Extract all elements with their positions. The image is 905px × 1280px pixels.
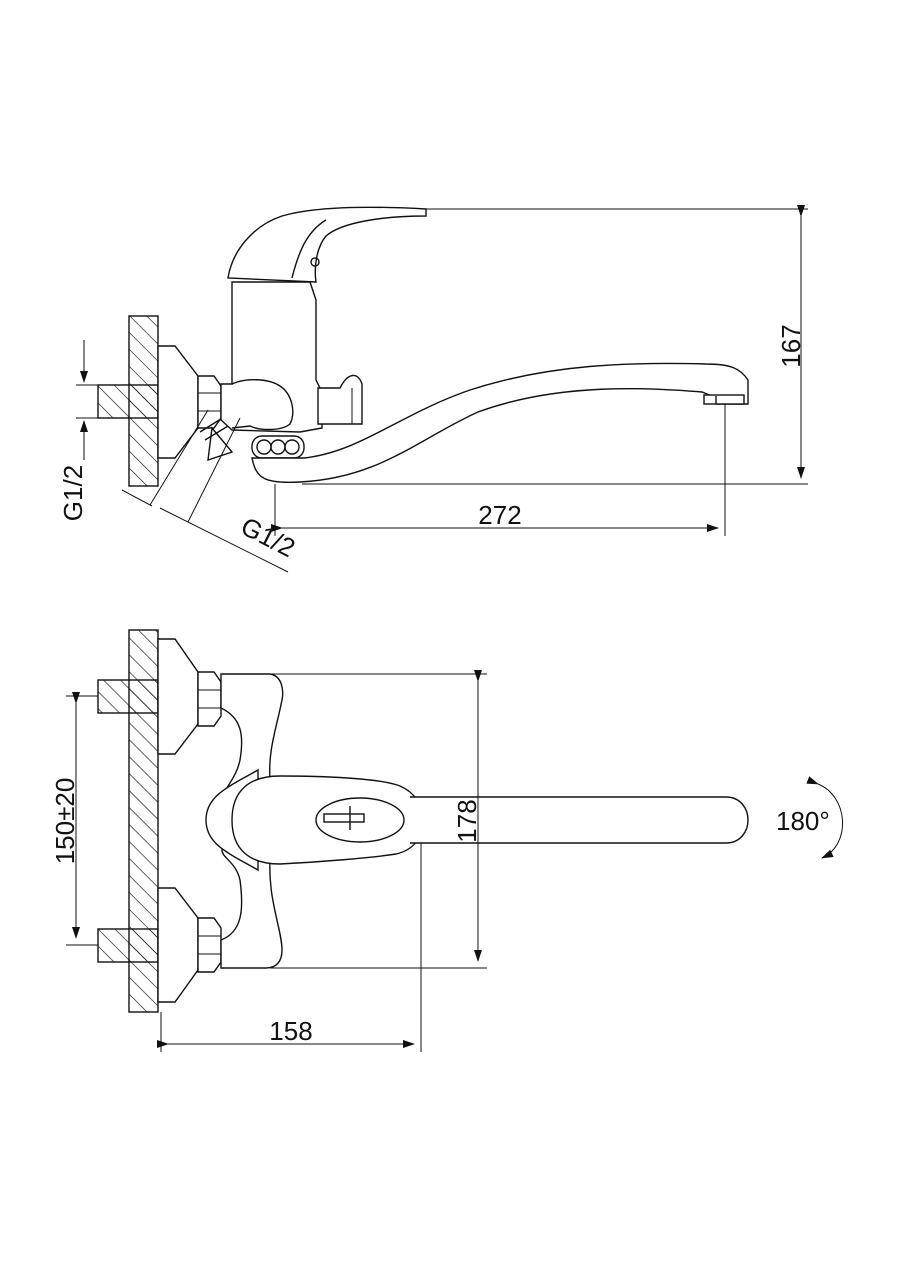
dim-centers-top: 150±20 — [50, 778, 80, 865]
dim-height-side: 167 — [776, 324, 806, 367]
side-view: 167 272 G1/2 G1/2 — [58, 205, 808, 573]
aerator-side — [703, 394, 745, 405]
diverter-knob-side — [317, 374, 363, 425]
rotation-label: 180° — [776, 806, 830, 836]
thread-diag-label: G1/2 — [236, 511, 300, 563]
inlet-pipe-top-upper — [97, 679, 159, 714]
mixer-body-side — [220, 281, 323, 433]
escutcheon-top-upper — [157, 638, 199, 755]
dim-depth-top: 158 — [269, 1016, 312, 1046]
spout-top — [410, 796, 749, 844]
dim-reach-side: 272 — [478, 500, 521, 530]
escutcheon-top-lower — [157, 887, 199, 1003]
handle-side — [227, 206, 427, 283]
dim-height-top: 178 — [452, 799, 482, 842]
lever-slot-top — [315, 797, 405, 843]
top-view: 178 150±20 158 180° — [50, 629, 844, 1052]
thread-left-label: G1/2 — [58, 465, 88, 521]
hex-nut-top-lower — [197, 917, 222, 973]
ring-side — [251, 435, 305, 459]
hex-nut-top-upper — [197, 671, 222, 727]
escutcheon-side — [157, 345, 199, 459]
rotation-arc — [806, 776, 844, 859]
inlet-pipe-top-lower — [97, 928, 159, 963]
inlet-pipe-side — [97, 384, 159, 419]
